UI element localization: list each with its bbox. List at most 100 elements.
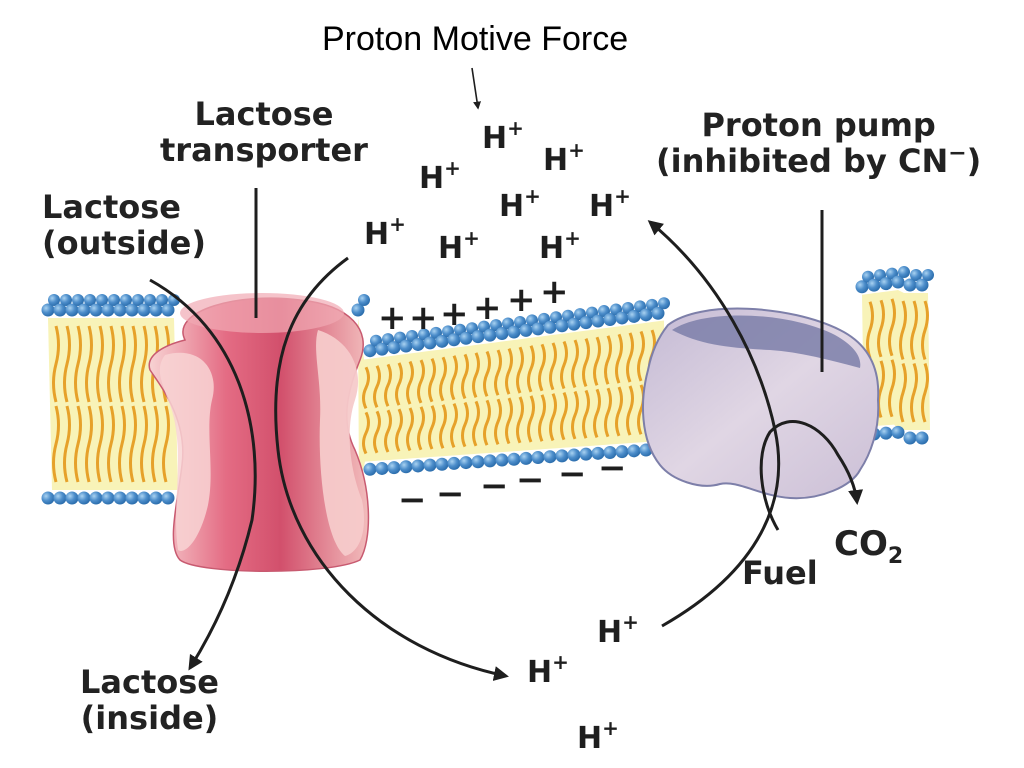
lipid-tail (560, 392, 568, 441)
lipid-head (567, 448, 581, 462)
lactose-inside-line1: Lactose (80, 663, 219, 701)
lipid-tail (96, 325, 104, 403)
title-leader-arrow (471, 67, 482, 110)
lipid-tail (538, 394, 546, 442)
proton-ion: H+ (499, 184, 541, 224)
lipid-head (855, 280, 869, 294)
lipid-head (615, 311, 629, 325)
lactose-transporter-line1: Lactose (194, 95, 334, 133)
lipid-tail (395, 362, 403, 406)
proton-ion: H+ (438, 226, 480, 266)
lipid-head (113, 303, 127, 317)
proton-ion: H+ (597, 610, 639, 650)
lipid-tail (107, 405, 115, 483)
negative-charge: − (436, 474, 465, 514)
lipid-tail (107, 325, 115, 403)
lipid-head (591, 314, 605, 328)
lipid-tail (626, 385, 634, 436)
lipid-head (891, 425, 905, 439)
lipid-tail (604, 335, 612, 385)
proton-ion: H+ (543, 138, 585, 178)
lipid-head (363, 344, 377, 358)
proton-charge: + (564, 226, 581, 250)
lipid-head (53, 491, 67, 505)
lipid-head (915, 431, 929, 445)
transporter-right-lobe (316, 330, 365, 556)
proton-ion: H+ (527, 650, 569, 690)
lipid-tail (921, 300, 929, 360)
proton-ion: H+ (577, 716, 619, 756)
lipid-tail (615, 386, 623, 437)
lipid-head (60, 294, 72, 306)
lipid-head (519, 323, 533, 337)
lipid-head (89, 491, 103, 505)
lipid-tail (560, 340, 568, 390)
lipid-head (543, 450, 557, 464)
proton-charge: + (463, 226, 480, 250)
lipid-head (399, 339, 413, 353)
lipid-tail (428, 405, 436, 450)
proton-symbol: H (364, 217, 390, 252)
transporter-left-lobe (159, 352, 214, 551)
negative-charge: − (516, 460, 545, 500)
lipid-head (144, 294, 156, 306)
lipid-head (555, 319, 569, 333)
lactose-outside-line1: Lactose (42, 188, 181, 226)
lipid-head (96, 294, 108, 306)
proton-inflow-arrow (274, 256, 509, 681)
lipid-head (495, 453, 509, 467)
lactose-inside-line2: (inside) (80, 698, 219, 737)
lipid-tail (604, 387, 612, 438)
lipid-head (447, 456, 461, 470)
lipid-tail (527, 345, 535, 393)
lipid-tail (516, 346, 524, 394)
lipid-head (531, 322, 545, 336)
lipid-head (627, 444, 641, 458)
lipid-tail (483, 399, 491, 446)
lipid-head (639, 308, 653, 322)
lipid-head (53, 303, 67, 317)
lipid-tail (615, 333, 623, 384)
lipid-tail (461, 353, 469, 400)
proton-pump-close-paren: ) (966, 141, 982, 180)
lipid-head (898, 266, 910, 279)
lipid-tail (63, 405, 71, 483)
lipid-tail (406, 360, 414, 405)
lactose-transporter-line2: transporter (160, 130, 368, 169)
lipid-head (519, 451, 533, 465)
lipid-head (603, 313, 617, 326)
lipid-tail (527, 395, 535, 443)
proton-charge: + (389, 212, 406, 236)
lipid-tail (877, 299, 885, 358)
lipid-head (531, 451, 545, 465)
proton-pump-inhibitor: (inhibited by CN (656, 141, 949, 180)
proton-symbol: H (589, 189, 615, 224)
fuel-oxidation-arrow (759, 420, 864, 531)
lipid-tail (593, 388, 601, 438)
proton-charge: + (507, 116, 524, 140)
lipid-tail (899, 300, 907, 360)
lipid-tail (483, 350, 491, 397)
lipid-head (879, 426, 893, 440)
lipid-head (108, 294, 120, 306)
lipid-head (507, 325, 521, 339)
lipid-head (41, 491, 55, 505)
lactose-inside-label: Lactose (inside) (80, 663, 219, 737)
lipid-head (375, 342, 389, 356)
lipid-tail (626, 332, 634, 383)
lipid-tail (140, 405, 148, 483)
lipid-tail (866, 301, 874, 359)
proton-ion: H+ (364, 212, 406, 252)
lipid-tail (384, 409, 392, 453)
proton-pump-line2: (inhibited by CN−) (656, 141, 982, 180)
lipid-head (567, 317, 581, 331)
lipid-head (72, 294, 84, 306)
lipid-head (435, 457, 449, 471)
lipid-head (495, 327, 509, 341)
lipid-tail (118, 405, 126, 483)
lipid-head (867, 278, 881, 292)
lipid-tail (571, 339, 579, 389)
lipid-head (903, 431, 917, 445)
proton-ion: H+ (482, 116, 524, 156)
lipid-head (423, 458, 437, 472)
